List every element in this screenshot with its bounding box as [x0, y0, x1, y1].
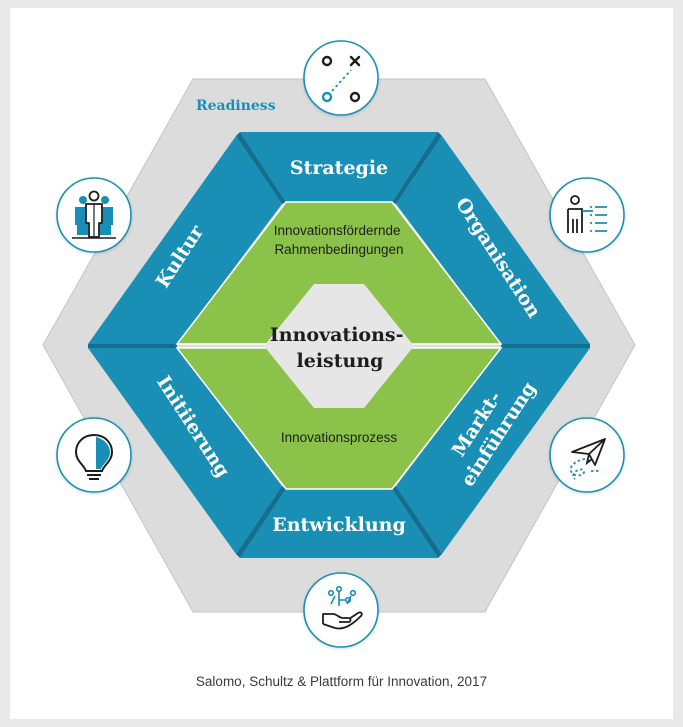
- people-icon[interactable]: [56, 177, 132, 253]
- fold-top-left: [236, 132, 286, 204]
- segment-strategie[interactable]: [240, 132, 438, 202]
- label-entwicklung: Entwicklung: [272, 514, 406, 536]
- lightbulb-icon[interactable]: [56, 417, 132, 493]
- fold-bottom-left: [236, 486, 286, 558]
- fold-left: [88, 344, 177, 348]
- label-rahmen-line2: Rahmenbedingungen: [274, 242, 403, 257]
- segment-initiierung[interactable]: [88, 348, 282, 554]
- hand-network-icon[interactable]: [303, 572, 379, 648]
- segment-kultur[interactable]: [88, 136, 282, 344]
- teal-ring: [88, 132, 590, 558]
- segment-entwicklung[interactable]: [240, 489, 438, 558]
- org-chart-icon[interactable]: [549, 177, 625, 253]
- core-hexagon: [264, 284, 414, 408]
- paper-plane-icon[interactable]: [549, 417, 625, 493]
- label-rahmen-line1: Innovationsfördernde: [274, 223, 401, 238]
- fold-right: [501, 344, 590, 348]
- label-core-line2: leistung: [297, 350, 384, 372]
- diagram-card: Strategie Organisation Markt- einführung…: [10, 8, 673, 719]
- segment-organisation[interactable]: [396, 136, 590, 344]
- source-caption: Salomo, Schultz & Plattform für Innovati…: [195, 674, 488, 689]
- readiness-label: Readiness: [196, 98, 276, 114]
- label-prozess: Innovationsprozess: [281, 430, 398, 445]
- innovation-hexagon-diagram: Strategie Organisation Markt- einführung…: [42, 40, 636, 648]
- fold-top-right: [392, 132, 442, 204]
- strategy-icon[interactable]: [303, 40, 379, 116]
- label-core: Innovations- leistung: [270, 324, 410, 372]
- label-strategie: Strategie: [290, 157, 388, 179]
- fold-bottom-right: [392, 486, 442, 558]
- label-core-line1: Innovations-: [270, 324, 404, 346]
- label-rahmen: Innovationsfördernde Rahmenbedingungen: [274, 223, 405, 257]
- segment-markteinfuehrung[interactable]: [396, 348, 590, 554]
